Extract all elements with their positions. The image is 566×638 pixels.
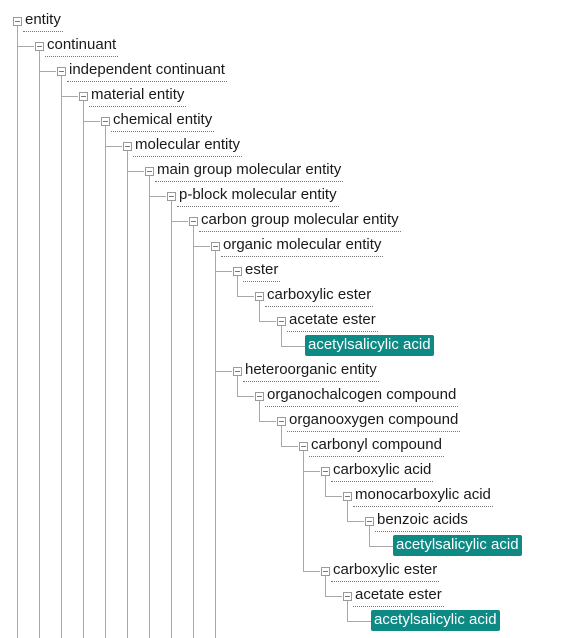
collapse-minus-square-icon[interactable] [123,142,132,151]
tree-connector-stub [237,396,254,397]
tree-connector-stub [281,446,298,447]
tree-connector-line [149,176,150,638]
collapse-minus-square-icon[interactable] [299,442,308,451]
tree-connector-line [61,76,62,638]
tree-connector-line [193,226,194,638]
tree-node[interactable]: main group molecular entity [155,160,344,182]
tree-connector-line [171,201,172,638]
tree-connector-stub [39,71,56,72]
tree-connector-line [83,101,84,638]
tree-connector-stub [259,421,276,422]
tree-connector-stub [303,471,320,472]
tree-connector-stub [61,96,78,97]
tree-node[interactable]: carboxylic ester [265,285,374,307]
tree-node[interactable]: carboxylic ester [331,560,440,582]
tree-node[interactable]: chemical entity [111,110,215,132]
collapse-minus-square-icon[interactable] [57,67,66,76]
tree-connector-line [259,301,260,321]
tree-connector-line [325,576,326,596]
tree-node[interactable]: acetate ester [353,585,444,607]
collapse-minus-square-icon[interactable] [211,242,220,251]
tree-connector-stub [105,146,122,147]
tree-node[interactable]: organooxygen compound [287,410,461,432]
tree-connector-line [127,151,128,638]
tree-connector-stub [171,221,188,222]
tree-connector-line [325,476,326,496]
tree-node-selected[interactable]: acetylsalicylic acid [393,535,522,556]
tree-node[interactable]: monocarboxylic acid [353,485,493,507]
tree-connector-stub [17,46,34,47]
tree-connector-line [105,126,106,638]
collapse-minus-square-icon[interactable] [277,417,286,426]
tree-connector-stub [303,571,320,572]
tree-connector-stub [369,546,393,547]
collapse-minus-square-icon[interactable] [277,317,286,326]
tree-node[interactable]: heteroorganic entity [243,360,379,382]
tree-node[interactable]: material entity [89,85,187,107]
tree-node[interactable]: entity [23,10,63,32]
collapse-minus-square-icon[interactable] [101,117,110,126]
tree-connector-stub [193,246,210,247]
collapse-minus-square-icon[interactable] [167,192,176,201]
tree-node[interactable]: carbon group molecular entity [199,210,401,232]
tree-node[interactable]: organic molecular entity [221,235,384,257]
tree-connector-stub [347,521,364,522]
tree-node[interactable]: organochalcogen compound [265,385,459,407]
tree-connector-line [39,51,40,638]
tree-connector-stub [127,171,144,172]
tree-node[interactable]: carbonyl compound [309,435,444,457]
tree-connector-stub [347,621,371,622]
tree-connector-line [17,26,18,638]
tree-node-selected[interactable]: acetylsalicylic acid [305,335,434,356]
tree-connector-line [237,376,238,396]
tree-connector-line [281,426,282,446]
collapse-minus-square-icon[interactable] [189,217,198,226]
collapse-minus-square-icon[interactable] [233,367,242,376]
tree-node[interactable]: molecular entity [133,135,243,157]
tree-connector-stub [325,596,342,597]
tree-connector-line [303,451,304,571]
collapse-minus-square-icon[interactable] [35,42,44,51]
tree-connector-line [347,501,348,521]
tree-connector-stub [149,196,166,197]
tree-connector-stub [325,496,342,497]
tree-node[interactable]: ester [243,260,281,282]
tree-node[interactable]: benzoic acids [375,510,470,532]
collapse-minus-square-icon[interactable] [365,517,374,526]
tree-node[interactable]: continuant [45,35,119,57]
collapse-minus-square-icon[interactable] [233,267,242,276]
tree-connector-line [259,401,260,421]
collapse-minus-square-icon[interactable] [321,467,330,476]
collapse-minus-square-icon[interactable] [145,167,154,176]
tree-connector-stub [83,121,100,122]
tree-connector-stub [237,296,254,297]
tree-node[interactable]: acetate ester [287,310,378,332]
collapse-minus-square-icon[interactable] [79,92,88,101]
tree-connector-line [281,326,282,346]
tree-node-selected[interactable]: acetylsalicylic acid [371,610,500,631]
tree-node[interactable]: independent continuant [67,60,227,82]
tree-connector-stub [281,346,305,347]
collapse-minus-square-icon[interactable] [321,567,330,576]
tree-node[interactable]: carboxylic acid [331,460,434,482]
tree-connector-line [215,251,216,638]
collapse-minus-square-icon[interactable] [343,492,352,501]
collapse-minus-square-icon[interactable] [343,592,352,601]
tree-connector-stub [259,321,276,322]
tree-node[interactable]: p-block molecular entity [177,185,339,207]
tree-connector-stub [215,271,232,272]
tree-connector-line [237,276,238,296]
collapse-minus-square-icon[interactable] [255,392,264,401]
tree-connector-line [347,601,348,621]
tree-connector-line [369,526,370,546]
tree-connector-stub [215,371,232,372]
collapse-minus-square-icon[interactable] [255,292,264,301]
collapse-minus-square-icon[interactable] [13,17,22,26]
